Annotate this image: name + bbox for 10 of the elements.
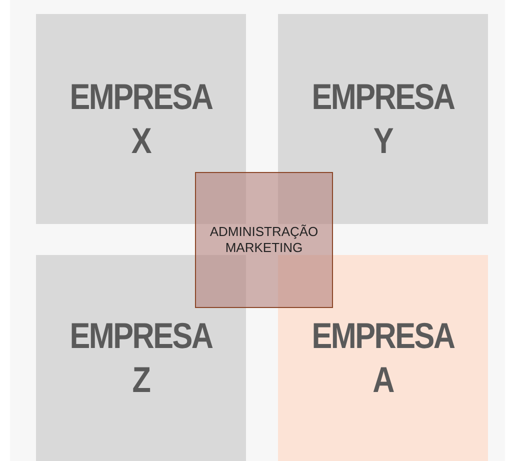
center-box <box>195 172 333 308</box>
company-name: EMPRESA Y <box>310 75 456 163</box>
company-name: EMPRESA X <box>68 75 214 163</box>
company-box <box>36 14 246 224</box>
company-name: EMPRESA Z <box>68 314 214 402</box>
company-box <box>36 255 246 461</box>
company-box <box>278 14 488 224</box>
company-name: EMPRESA A <box>310 314 456 402</box>
center-label: ADMINISTRAÇÃO MARKETING <box>208 224 320 256</box>
company-box <box>278 255 488 461</box>
